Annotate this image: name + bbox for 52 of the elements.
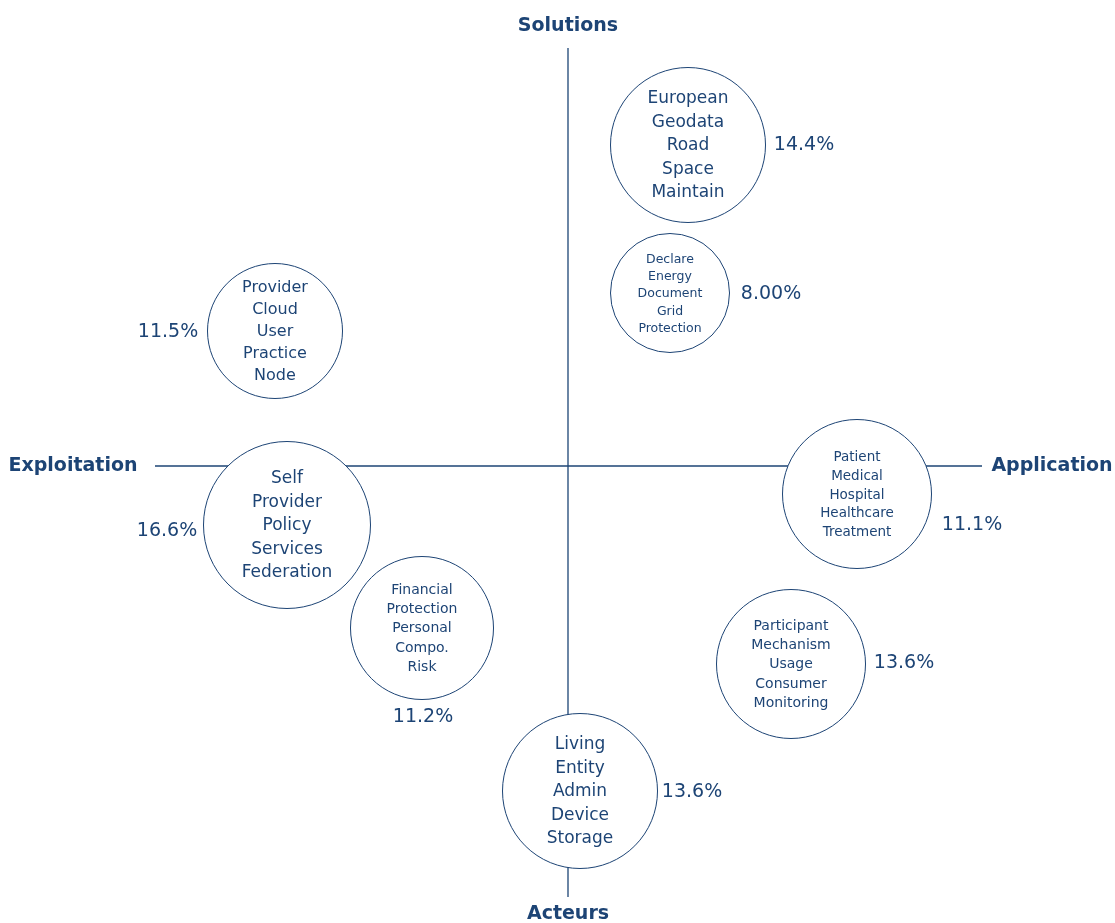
topic-word: Healthcare [820,503,894,522]
topic-word: Maintain [651,180,725,204]
percentage-label: 11.5% [137,319,199,341]
axis-label: Solutions [517,13,619,35]
topic-word: Financial [391,579,453,599]
topic-word: Personal [392,618,452,638]
topic-word: User [256,319,294,342]
topic-word: Space [662,156,714,180]
topic-word: Practice [243,342,307,365]
topic-word: Patient [833,447,881,467]
axis-label: Acteurs [526,901,610,923]
percentage-label: 13.6% [661,779,723,801]
topic-word: Participant [753,615,829,635]
topic-word: Declare [646,249,694,268]
topic-word: Grid [656,301,684,319]
axis-label: Application [991,453,1113,475]
topic-word: Consumer [755,673,827,693]
topic-word: Mechanism [751,635,831,655]
topic-word: Policy [262,513,312,537]
topic-word: Road [666,133,710,157]
percentage-label: 11.1% [941,512,1003,534]
topic-word: Storage [546,826,614,850]
topic-word: Device [550,802,610,826]
topic-word: Energy [648,267,692,285]
topic-word: Protection [638,318,702,337]
percentage-label: 11.2% [392,704,454,726]
topic-word: Treatment [822,521,892,541]
topic-word: Monitoring [753,692,829,712]
topic-word: European [647,86,729,110]
topic-word: Entity [555,755,605,779]
percentage-label: 16.6% [136,518,198,540]
topic-word: Admin [552,779,608,803]
topic-word: Cloud [252,297,298,320]
topic-word: Provider [242,275,308,298]
topic-word: Provider [252,489,322,513]
percentage-label: 8.00% [740,281,802,303]
percentage-label: 13.6% [873,650,935,672]
topic-word: Medical [831,466,883,485]
topic-word: Compo. [395,637,449,657]
topic-word: Node [254,364,296,387]
topic-word: Geodata [651,109,725,133]
topic-word: Protection [386,599,458,619]
topic-word: Hospital [829,484,885,504]
topic-word: Risk [407,656,437,676]
axis-label: Exploitation [8,453,138,475]
topic-word: Federation [241,560,333,584]
topic-word: Self [271,466,303,490]
topic-word: Document [637,284,703,302]
topic-word: Living [554,732,606,756]
percentage-label: 14.4% [773,132,835,154]
topic-word: Services [251,536,323,560]
topic-word: Usage [769,654,813,674]
